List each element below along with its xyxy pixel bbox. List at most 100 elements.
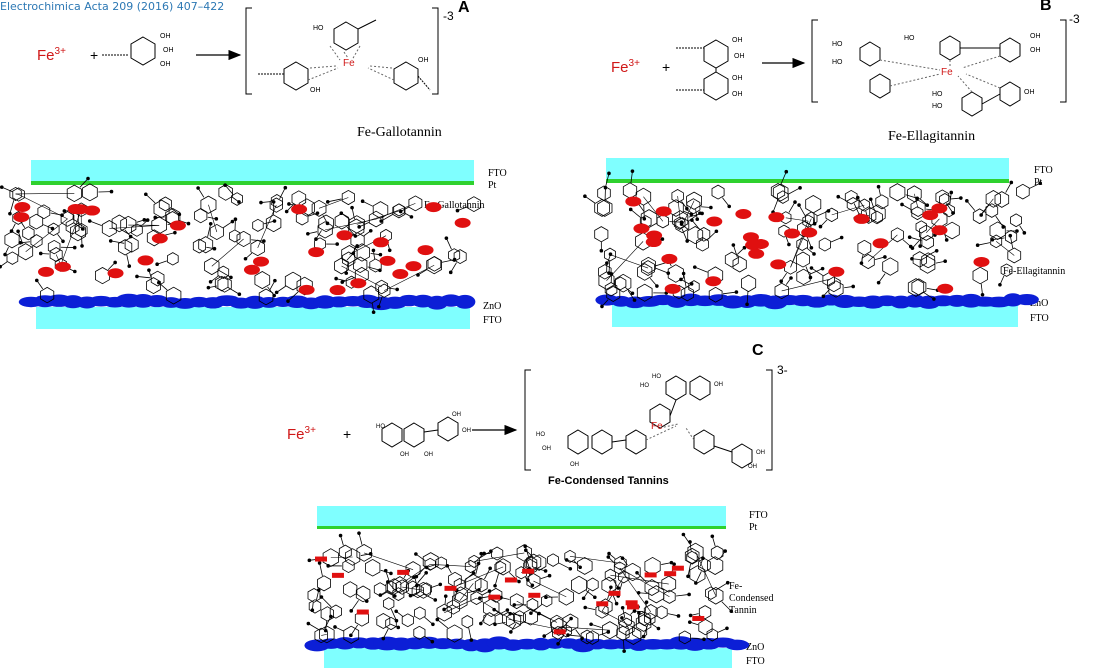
fe-complex-dot xyxy=(397,569,410,575)
tannin-ring xyxy=(298,198,315,217)
tannin-ring xyxy=(911,206,924,221)
complex-title-c: Fe-Condensed Tannins xyxy=(548,475,669,487)
tannin-bond xyxy=(722,291,737,295)
tannin-ring xyxy=(921,235,934,250)
hydroxyl-dot xyxy=(609,585,613,590)
hydroxyl-dot xyxy=(672,562,676,566)
layer-label-fto-bottom-b: FTO xyxy=(1030,313,1049,324)
tannin-bond xyxy=(79,178,89,188)
hydroxyl-dot xyxy=(378,268,382,273)
galloyl-ring xyxy=(283,61,309,91)
hydroxyl-dot xyxy=(742,245,747,250)
tannin-bond xyxy=(224,184,234,195)
fe-complex-dot xyxy=(392,268,409,279)
tannin-ring xyxy=(668,199,684,217)
tannin-bond xyxy=(606,254,611,266)
hydroxyl-dot xyxy=(3,252,7,257)
fto-bottom-layer-a xyxy=(36,307,470,329)
tannin-ring xyxy=(688,280,700,294)
fe-complex-dot xyxy=(169,220,186,231)
tannin-bond xyxy=(831,204,865,216)
complex-charge-a: -3 xyxy=(443,9,454,23)
fe-complex-dot xyxy=(608,590,621,596)
tannin-bond xyxy=(695,571,702,584)
tannin-ring xyxy=(420,582,433,596)
hydroxyl-dot xyxy=(448,270,453,275)
galloyl-ring xyxy=(130,36,156,66)
tannin-bond xyxy=(207,223,212,237)
hydroxyl-dot xyxy=(907,235,912,239)
fe-complex-dot xyxy=(625,600,638,606)
film-label-c: Fe- Condensed Tannin xyxy=(729,581,773,617)
hydroxyl-dot xyxy=(86,176,90,181)
tannin-bond xyxy=(390,608,397,621)
tannin-ring xyxy=(869,204,886,224)
tannin-ring xyxy=(120,215,137,235)
tannin-ring xyxy=(618,617,635,636)
hydroxyl-dot xyxy=(414,552,418,556)
tannin-ring xyxy=(392,576,408,594)
fe-complex-dot xyxy=(14,202,31,213)
tannin-ring xyxy=(465,573,482,593)
fe-complex-dot xyxy=(38,266,55,277)
tannin-ring xyxy=(385,616,397,631)
hydroxyl-dot xyxy=(230,219,235,224)
tannin-bond xyxy=(1029,182,1041,189)
tannin-ring xyxy=(341,251,356,267)
fe3-ion-b: Fe3+ xyxy=(611,58,640,76)
tannin-bond xyxy=(508,572,520,582)
hydroxyl-dot xyxy=(679,277,683,282)
tannin-ring xyxy=(405,561,421,579)
tannin-ring xyxy=(413,606,426,620)
tannin-bond xyxy=(382,628,389,639)
tannin-ring xyxy=(577,557,593,575)
hydroxyl-dot xyxy=(589,622,593,627)
tannin-bond xyxy=(350,600,359,612)
hydroxyl-dot xyxy=(489,549,493,553)
tannin-ring xyxy=(317,221,333,239)
tannin-bond xyxy=(667,613,679,617)
hydroxyl-dot xyxy=(233,217,238,222)
tannin-ring xyxy=(861,253,875,270)
fe-complex-dot xyxy=(664,571,677,577)
oh-label: OH xyxy=(310,87,321,94)
oh-label: OH xyxy=(570,462,579,468)
tannin-ring xyxy=(131,223,143,237)
layer-label-pt-b: Pt xyxy=(1034,177,1043,188)
tannin-bond xyxy=(60,209,82,265)
hydroxyl-dot xyxy=(479,621,483,626)
hydroxyl-dot xyxy=(398,209,403,214)
tannin-bond xyxy=(687,563,691,577)
hydroxyl-dot xyxy=(876,184,881,189)
hydroxyl-dot xyxy=(949,190,954,195)
oh-label: OH xyxy=(462,428,471,434)
fe-complex-dot xyxy=(705,276,722,287)
tannin-ring xyxy=(622,182,638,199)
tannin-ring xyxy=(846,197,860,212)
tannin-bond xyxy=(790,218,812,268)
hydroxyl-dot xyxy=(335,242,339,246)
tannin-ring xyxy=(689,565,706,584)
ho-label: HO xyxy=(932,103,943,110)
tannin-ring xyxy=(1000,263,1013,277)
tannin-ring xyxy=(774,282,789,300)
tannin-ring xyxy=(494,560,507,575)
tannin-ring xyxy=(22,226,35,241)
hydroxyl-dot xyxy=(314,237,318,241)
tannin-bond xyxy=(606,241,644,281)
tannin-ring xyxy=(741,274,757,293)
hydroxyl-dot xyxy=(223,183,227,187)
tannin-bond xyxy=(923,291,935,300)
hydroxyl-dot xyxy=(690,218,694,222)
tannin-bond xyxy=(446,237,452,250)
tannin-bond xyxy=(980,283,983,295)
hydroxyl-dot xyxy=(821,294,826,299)
tannin-ring xyxy=(214,275,229,292)
tannin-ring xyxy=(82,183,98,202)
hydroxyl-dot xyxy=(315,211,320,215)
tannin-ring xyxy=(236,230,251,248)
tannin-bond xyxy=(430,564,471,567)
tannin-ring xyxy=(509,593,524,610)
tannin-bond xyxy=(276,285,286,293)
hydroxyl-dot xyxy=(729,609,734,613)
